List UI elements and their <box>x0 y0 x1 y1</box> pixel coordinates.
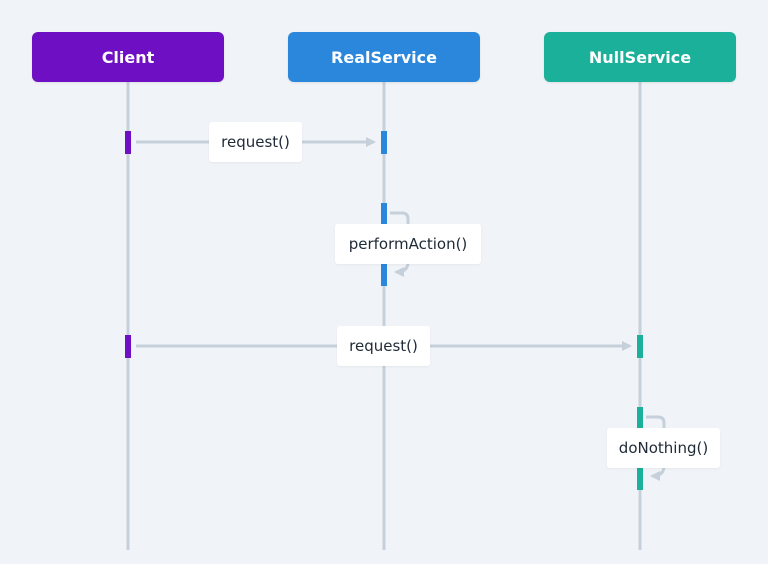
message-text-perform-action: performAction() <box>348 235 468 253</box>
activation-realservice-1 <box>381 131 387 154</box>
activation-client-1 <box>125 131 131 154</box>
message-text-request-2: request() <box>349 337 418 355</box>
participant-realservice-label: RealService <box>331 47 437 67</box>
participant-nullservice: NullService <box>544 32 736 82</box>
participant-realservice: RealService <box>288 32 480 82</box>
participant-client-label: Client <box>101 47 155 67</box>
message-label-do-nothing: doNothing() <box>607 428 720 468</box>
activation-client-2 <box>125 335 131 358</box>
message-label-perform-action: performAction() <box>335 224 481 264</box>
activation-nullservice-1 <box>637 335 643 358</box>
participant-client: Client <box>32 32 224 82</box>
message-text-request-1: request() <box>221 133 290 151</box>
participant-nullservice-label: NullService <box>588 47 692 67</box>
message-text-do-nothing: doNothing() <box>618 439 709 457</box>
message-label-request-1: request() <box>209 122 302 162</box>
message-label-request-2: request() <box>337 326 430 366</box>
